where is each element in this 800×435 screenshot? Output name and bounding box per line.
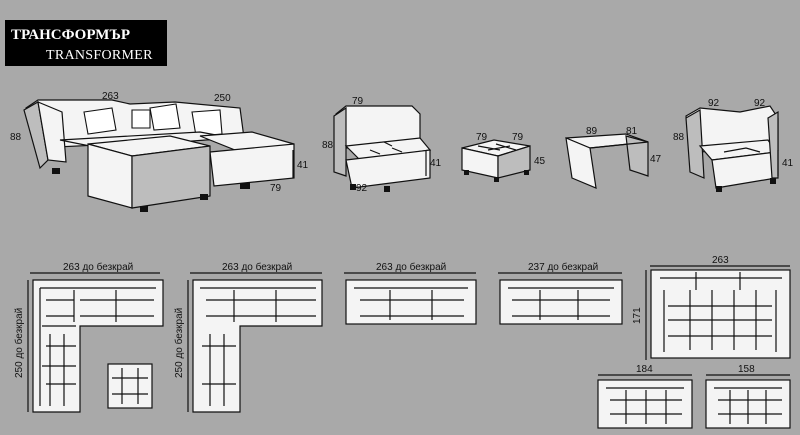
coffee-table-illustration: 89 81 47 bbox=[565, 126, 662, 189]
title-banner: ТРАНСФОРМЪР TRANSFORMER bbox=[5, 20, 167, 66]
pouf-illustration: 79 79 45 bbox=[461, 132, 546, 182]
layout-straight-2: 237 до безкрай bbox=[498, 261, 623, 325]
layout4-top-dim: 237 до безкрай bbox=[528, 261, 598, 273]
dim-chair-width: 79 bbox=[352, 96, 364, 107]
title-bulgarian: ТРАНСФОРМЪР bbox=[11, 27, 130, 43]
layout6-width-dim: 184 bbox=[636, 364, 653, 375]
dim-sofa-depth: 79 bbox=[270, 183, 282, 194]
dim-chair-seat-height: 41 bbox=[430, 158, 442, 169]
dim-corner-seat-height: 41 bbox=[782, 158, 794, 169]
corner-unit-illustration: 92 92 88 41 bbox=[673, 98, 794, 192]
layout-straight-1: 263 до безкрай bbox=[344, 261, 477, 325]
dim-sofa-seat-height: 41 bbox=[297, 160, 309, 171]
corner-sofa-illustration: 263 250 88 41 79 bbox=[10, 91, 309, 212]
layout3-top-dim: 263 до безкрай bbox=[376, 261, 446, 273]
dim-sofa-side: 250 bbox=[214, 93, 231, 104]
dim-sofa-height: 88 bbox=[10, 132, 22, 143]
layout5-width-dim: 263 bbox=[712, 255, 729, 266]
layout-bed: 263 171 bbox=[632, 255, 791, 360]
layout-small-1: 184 bbox=[597, 364, 693, 429]
layout5-depth-dim: 171 bbox=[632, 307, 643, 324]
layout2-side-dim: 250 до безкрай bbox=[173, 308, 185, 378]
layout1-side-dim: 250 до безкрай bbox=[13, 308, 25, 378]
dim-chair-depth: 92 bbox=[356, 183, 368, 194]
layout-small-2: 158 bbox=[705, 364, 791, 429]
layout2-top-dim: 263 до безкрай bbox=[222, 261, 292, 273]
dim-chair-height: 88 bbox=[322, 140, 334, 151]
dim-table-length: 89 bbox=[586, 126, 598, 137]
dim-sofa-top: 263 bbox=[102, 91, 119, 102]
layout7-width-dim: 158 bbox=[738, 364, 755, 375]
dim-table-width: 81 bbox=[626, 126, 638, 137]
armless-chair-illustration: 79 88 41 92 bbox=[322, 96, 442, 194]
dim-corner-right: 92 bbox=[754, 98, 766, 109]
layout1-top-dim: 263 до безкрай bbox=[63, 261, 133, 273]
title-english: TRANSFORMER bbox=[46, 48, 153, 63]
dim-corner-left: 92 bbox=[708, 98, 720, 109]
layout-l-corner: 263 до безкрай 250 до безкрай bbox=[13, 261, 164, 413]
dim-pouf-depth: 79 bbox=[512, 132, 524, 143]
dim-pouf-width: 79 bbox=[476, 132, 488, 143]
dim-corner-height: 88 bbox=[673, 132, 685, 143]
dim-pouf-height: 45 bbox=[534, 156, 546, 167]
dim-table-height: 47 bbox=[650, 154, 662, 165]
layout-l-corner-2: 263 до безкрай 250 до безкрай bbox=[173, 261, 323, 413]
